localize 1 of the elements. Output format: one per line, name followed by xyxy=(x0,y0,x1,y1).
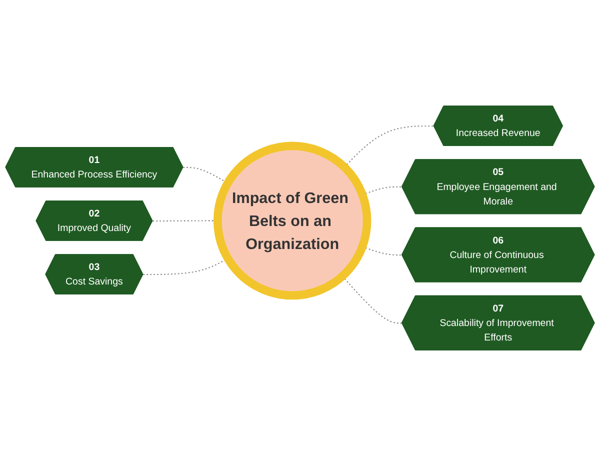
node-circle: Impact of Green Belts on an Organization xyxy=(213,142,372,300)
